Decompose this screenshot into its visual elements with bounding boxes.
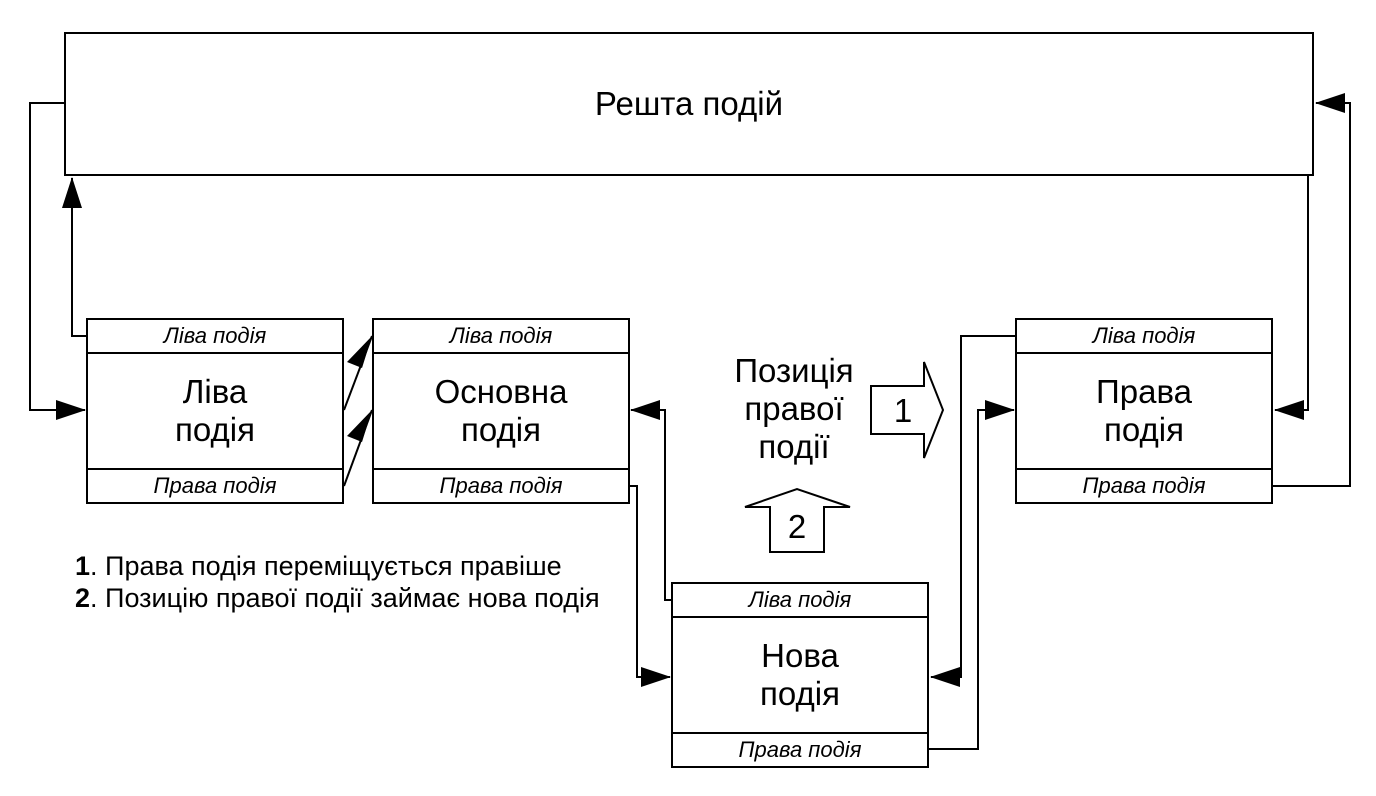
arrowhead-into-right-event xyxy=(985,400,1015,420)
left-event-title: Ліва подія xyxy=(88,354,342,468)
legend-item-2-number: 2 xyxy=(75,583,91,613)
new-event-box: Ліва подія Нова подія Права подія xyxy=(671,582,929,768)
rest-events-box: Решта подій xyxy=(64,32,1314,176)
step1-number: 1 xyxy=(893,392,913,429)
arrowhead-into-main-right xyxy=(630,400,660,420)
right-event-box: Ліва подія Права подія Права подія xyxy=(1015,318,1273,504)
legend-item-2-text: . Позицію правої події займає нова подія xyxy=(90,583,600,613)
left-event-box: Ліва подія Ліва подія Права подія xyxy=(86,318,344,504)
left-event-slot-left: Ліва подія xyxy=(88,320,342,354)
main-event-slot-left: Ліва подія xyxy=(374,320,628,354)
right-event-title-line1: Права xyxy=(1096,373,1192,410)
main-event-box: Ліва подія Основна подія Права подія xyxy=(372,318,630,504)
main-event-title-line1: Основна xyxy=(434,373,568,410)
connector-top-to-right-event xyxy=(1275,176,1309,411)
arrowhead-into-new-event-right xyxy=(930,667,960,687)
legend-item-1-text: . Права подія переміщується правіше xyxy=(90,551,562,581)
new-event-slot-left: Ліва подія xyxy=(673,584,927,618)
new-event-title: Нова подія xyxy=(673,618,927,732)
arrowhead-into-top-box-left xyxy=(62,177,82,208)
new-event-title-line2: подія xyxy=(760,675,840,712)
legend-item-2: 2. Позицію правої події займає нова поді… xyxy=(75,582,635,614)
left-event-slot-right: Права подія xyxy=(88,468,342,502)
left-event-title-line1: Ліва xyxy=(182,373,248,410)
right-event-slot-right: Права подія xyxy=(1017,468,1271,502)
arrowhead-into-top-box-right xyxy=(1315,93,1345,113)
legend-item-1: 1. Права подія переміщується правіше xyxy=(75,550,635,582)
right-event-slot-left: Ліва подія xyxy=(1017,320,1271,354)
left-event-title-line2: подія xyxy=(175,411,255,448)
connector-main-to-new xyxy=(629,485,670,678)
new-event-slot-right: Права подія xyxy=(673,732,927,766)
hollow-arrow-step2 xyxy=(744,487,851,553)
right-event-title-line2: подія xyxy=(1104,411,1184,448)
rest-events-label: Решта подій xyxy=(594,85,784,122)
right-event-title: Права подія xyxy=(1017,354,1271,468)
arrowhead-into-new-event-left xyxy=(641,667,671,687)
caption-line1: Позиція xyxy=(734,352,854,389)
caption-line2: правої xyxy=(744,390,844,427)
arrowhead-into-right-event-right xyxy=(1274,400,1304,420)
right-position-caption: Позиція правої події xyxy=(728,352,860,466)
step2-number: 2 xyxy=(787,508,807,545)
legend: 1. Права подія переміщується правіше 2. … xyxy=(75,550,635,614)
connector-new-to-right xyxy=(929,409,1014,750)
caption-line3: події xyxy=(758,428,830,465)
main-event-title: Основна подія xyxy=(374,354,628,468)
new-event-title-line1: Нова xyxy=(761,637,839,674)
main-event-title-line2: подія xyxy=(461,411,541,448)
hollow-arrow-step1 xyxy=(870,361,945,459)
connector-left-event-to-top xyxy=(71,178,86,337)
arrowhead-into-main-lower xyxy=(347,410,372,442)
arrowhead-into-main-upper xyxy=(347,336,372,368)
main-event-slot-right: Права подія xyxy=(374,468,628,502)
connector-right-to-new xyxy=(931,335,1015,678)
arrowhead-into-left-event xyxy=(56,400,86,420)
legend-item-1-number: 1 xyxy=(75,551,91,581)
